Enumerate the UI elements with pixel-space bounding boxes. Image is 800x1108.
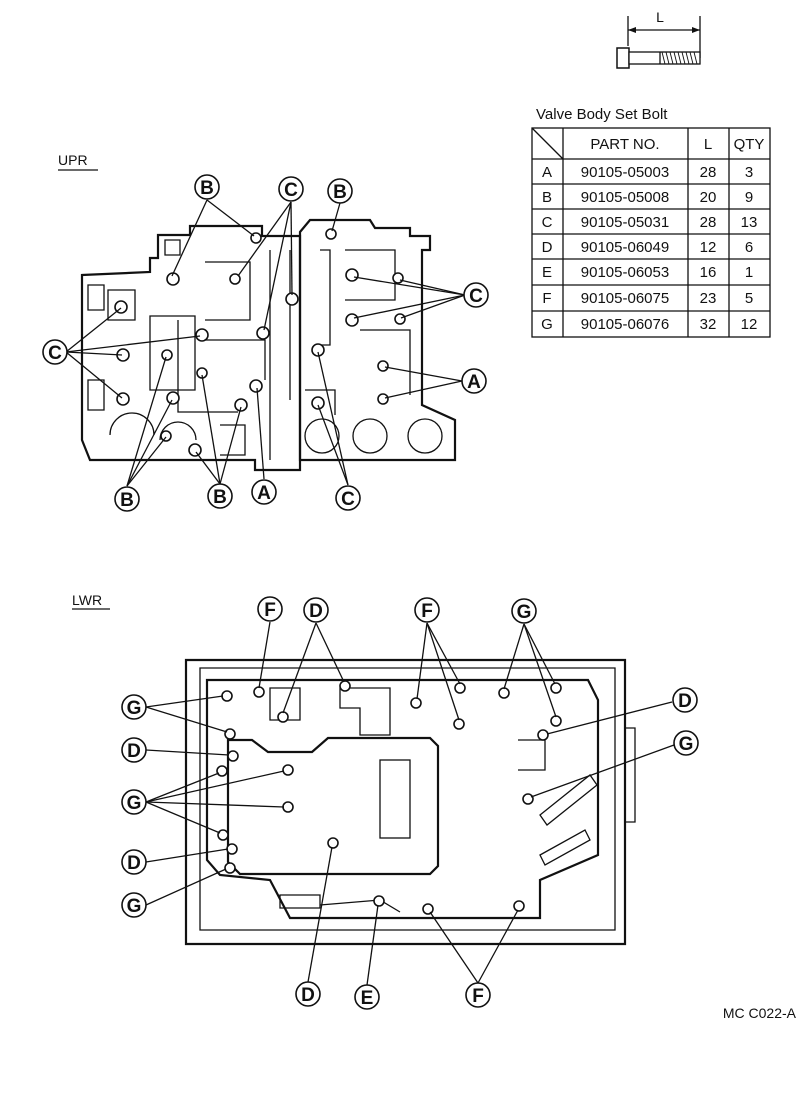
row-qty: 9 (745, 189, 753, 206)
bolt-length-label: L (656, 9, 664, 25)
callout-f: F (414, 597, 440, 623)
valve-body-set-bolt-table: Valve Body Set Bolt PART NO. L QTY A 901… (531, 106, 771, 338)
svg-text:F: F (264, 600, 276, 621)
callout-c: C (42, 339, 68, 365)
callout-g: G (673, 730, 699, 756)
callout-g: G (121, 789, 147, 815)
row-part-no: 90105-06053 (581, 264, 669, 281)
row-part-no: 90105-06049 (581, 239, 669, 256)
svg-text:B: B (120, 490, 134, 511)
callout-g: G (511, 598, 537, 624)
header-part-no: PART NO. (590, 136, 659, 153)
bolt-dimension-sketch: L (616, 9, 701, 69)
callout-d: D (121, 849, 147, 875)
upper-valve-body: UPR (42, 152, 489, 512)
callout-a: A (251, 479, 277, 505)
header-qty: QTY (734, 136, 765, 153)
lower-valve-body: LWR (72, 592, 699, 1010)
svg-text:F: F (421, 601, 433, 622)
callout-f: F (465, 982, 491, 1008)
svg-text:D: D (127, 853, 141, 874)
svg-text:G: G (679, 734, 694, 755)
row-qty: 1 (745, 264, 753, 281)
table-row: F 90105-06075 23 5 (542, 290, 753, 307)
callout-b: B (207, 483, 233, 509)
svg-text:D: D (678, 691, 692, 712)
callout-g: G (121, 694, 147, 720)
header-length: L (704, 136, 712, 153)
callout-b: B (194, 174, 220, 200)
table-title: Valve Body Set Bolt (536, 106, 668, 123)
callout-f: F (257, 596, 283, 622)
callout-d: D (295, 981, 321, 1007)
svg-text:C: C (341, 489, 355, 510)
table-row: D 90105-06049 12 6 (542, 239, 754, 256)
row-length: 12 (700, 239, 717, 256)
row-length: 23 (700, 290, 717, 307)
row-key: G (541, 316, 553, 333)
row-qty: 5 (745, 290, 753, 307)
row-part-no: 90105-05008 (581, 189, 669, 206)
svg-text:D: D (127, 741, 141, 762)
row-key: F (542, 290, 551, 307)
row-qty: 12 (741, 316, 758, 333)
svg-text:D: D (309, 601, 323, 622)
callout-b: B (114, 486, 140, 512)
svg-text:A: A (257, 483, 271, 504)
table-row: E 90105-06053 16 1 (542, 264, 753, 281)
lower-section-label: LWR (72, 592, 102, 608)
callout-d: D (303, 597, 329, 623)
svg-text:G: G (517, 602, 532, 623)
figure-code: MC C022-A (723, 1005, 797, 1021)
svg-text:C: C (469, 286, 483, 307)
callout-d: D (121, 737, 147, 763)
row-qty: 6 (745, 239, 753, 256)
row-key: A (542, 164, 552, 181)
svg-text:C: C (48, 343, 62, 364)
row-key: D (542, 239, 553, 256)
svg-text:B: B (200, 178, 214, 199)
callout-d: D (672, 687, 698, 713)
svg-text:G: G (127, 896, 142, 917)
table-row: B 90105-05008 20 9 (542, 189, 753, 206)
row-part-no: 90105-05031 (581, 214, 669, 231)
row-length: 20 (700, 189, 717, 206)
row-qty: 13 (741, 214, 758, 231)
callout-e: E (354, 984, 380, 1010)
callout-g: G (121, 892, 147, 918)
row-part-no: 90105-06076 (581, 316, 669, 333)
row-length: 28 (700, 164, 717, 181)
row-length: 28 (700, 214, 717, 231)
callout-c: C (278, 176, 304, 202)
lower-callouts: F D F G G D D G G D G D E F (121, 596, 699, 1010)
svg-text:F: F (472, 986, 484, 1007)
callout-c: C (335, 485, 361, 511)
row-part-no: 90105-05003 (581, 164, 669, 181)
callout-c: C (463, 282, 489, 308)
svg-text:G: G (127, 793, 142, 814)
svg-text:B: B (213, 487, 227, 508)
table-row: C 90105-05031 28 13 (542, 214, 758, 231)
row-qty: 3 (745, 164, 753, 181)
row-length: 32 (700, 316, 717, 333)
callout-b: B (327, 178, 353, 204)
row-part-no: 90105-06075 (581, 290, 669, 307)
table-row: A 90105-05003 28 3 (542, 164, 753, 181)
row-length: 16 (700, 264, 717, 281)
svg-text:G: G (127, 698, 142, 719)
upper-callouts: B C B C C A B B A C (42, 174, 489, 512)
svg-text:D: D (301, 985, 315, 1006)
row-key: B (542, 189, 552, 206)
svg-text:A: A (467, 372, 481, 393)
svg-text:E: E (361, 988, 374, 1009)
svg-text:C: C (284, 180, 298, 201)
upper-section-label: UPR (58, 152, 88, 168)
callout-a: A (461, 368, 487, 394)
svg-text:B: B (333, 182, 347, 203)
row-key: E (542, 264, 552, 281)
row-key: C (542, 214, 553, 231)
table-row: G 90105-06076 32 12 (541, 316, 757, 333)
